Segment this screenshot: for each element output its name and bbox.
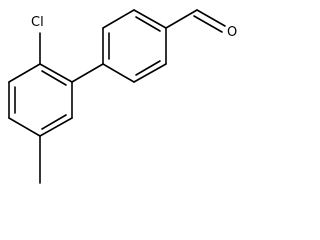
oxygen-label: O <box>227 25 237 40</box>
ring-a-bond-6 <box>8 63 41 83</box>
ring-a-bond-4 <box>8 117 41 137</box>
ring-a-double-2 <box>41 114 67 130</box>
carbonyl-bond-2 <box>193 15 223 33</box>
ring-b-bond-2 <box>102 9 135 29</box>
ring-b-bond-6 <box>102 63 135 83</box>
ring-a-bond-1 <box>39 63 73 83</box>
ring-b-bond-5 <box>133 63 167 83</box>
ring-b-bond-3 <box>133 9 167 29</box>
ring-b-double-2 <box>135 16 161 32</box>
structure-diagram: Cl O <box>8 9 237 184</box>
aldehyde-c-bond <box>165 9 198 29</box>
chlorine-label: Cl <box>31 15 44 30</box>
molecule-drawing: Cl O <box>8 9 237 184</box>
carbonyl-bond-1 <box>196 9 226 27</box>
ring-a-bond-3 <box>39 117 73 137</box>
biaryl-bond <box>71 63 104 83</box>
ring-b-double-3 <box>135 60 161 76</box>
ring-a-double-1 <box>41 70 67 86</box>
